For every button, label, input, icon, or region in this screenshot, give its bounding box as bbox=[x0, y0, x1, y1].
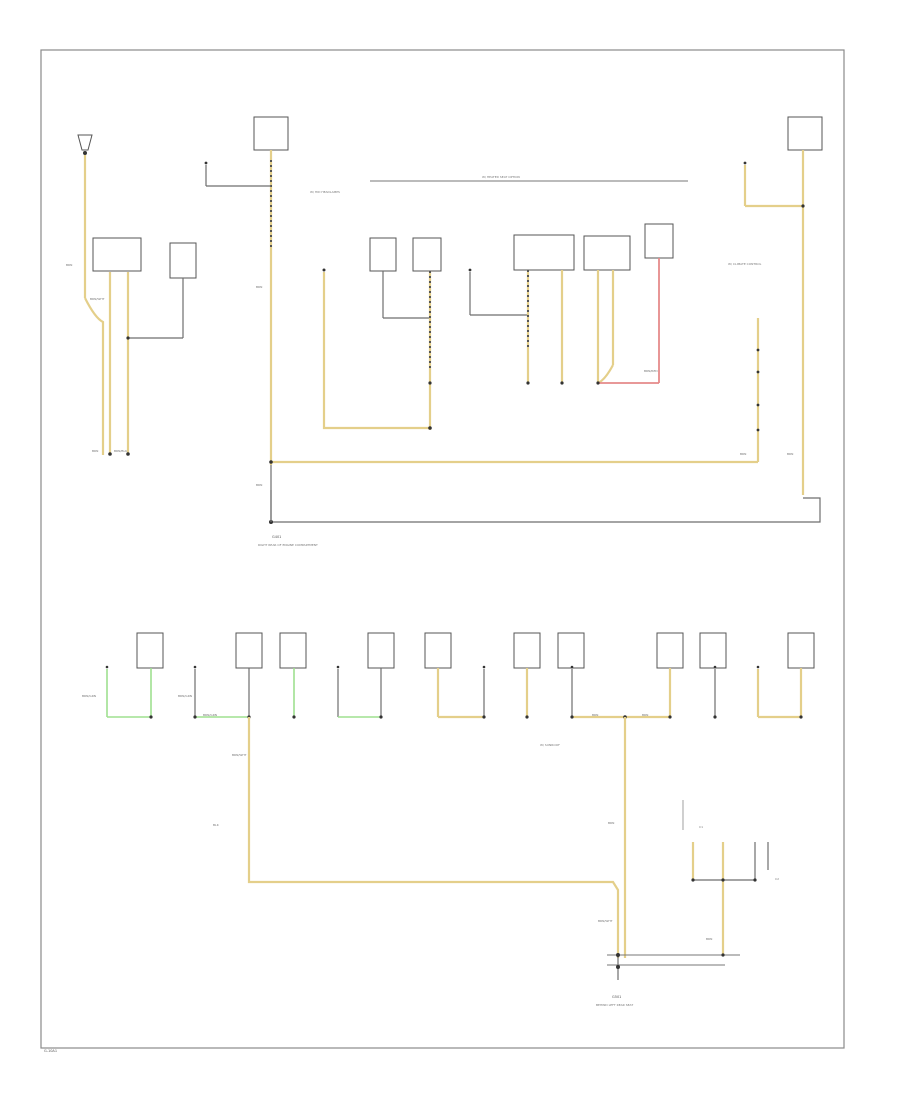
right-note: W/ CLIMATE CONTROL bbox=[728, 262, 762, 266]
junction-note: W/ SUNROOF bbox=[540, 743, 560, 747]
ground-top-id: G401 bbox=[272, 535, 281, 539]
bottom-module-5 bbox=[424, 632, 452, 669]
top-left-component bbox=[77, 134, 93, 298]
ground-bottom-desc: BEHIND LEFT REAR SEAT bbox=[596, 1003, 633, 1007]
mid-note: W/ HID HEADLAMPS bbox=[310, 190, 340, 194]
wire-label-b10: BRN bbox=[706, 937, 712, 941]
module-m5 bbox=[644, 223, 674, 259]
wire-label-9: BRN/RED bbox=[644, 369, 658, 373]
wire-label-8: BRN bbox=[787, 452, 793, 456]
comp-small-label: C1 bbox=[699, 825, 703, 829]
wire-label-b7: BRN bbox=[642, 713, 648, 717]
comp-conn-label: C2 bbox=[775, 877, 779, 881]
bottom-module-1 bbox=[136, 632, 164, 669]
center-top-module bbox=[253, 116, 289, 151]
bottom-module-3 bbox=[279, 632, 307, 669]
left-module-a bbox=[92, 237, 142, 272]
bottom-module-8 bbox=[656, 632, 684, 669]
wire-label-5: BRN bbox=[256, 285, 262, 289]
bottom-module-7 bbox=[557, 632, 585, 669]
bottom-module-6 bbox=[513, 632, 541, 669]
wire-label-b6: BRN bbox=[592, 713, 598, 717]
bottom-module-9 bbox=[699, 632, 727, 669]
wire-label-b4: BRN/WHT bbox=[232, 753, 247, 757]
wire-label-b8: BRN bbox=[608, 821, 614, 825]
wire-label-b1: BRN/GRN bbox=[82, 694, 96, 698]
wire-label-1: BRN bbox=[66, 263, 72, 267]
bottom-module-10 bbox=[787, 632, 815, 669]
module-m2 bbox=[412, 237, 442, 272]
wire-label-4: BRN/BLK bbox=[114, 449, 128, 453]
bottom-module-2 bbox=[235, 632, 263, 669]
wire-label-7: BRN bbox=[740, 452, 746, 456]
wire-label-2: BRN/WHT bbox=[90, 297, 105, 301]
left-module-b bbox=[169, 242, 197, 279]
page-label: G-10A1 bbox=[44, 1049, 57, 1053]
ground-bottom-id: G501 bbox=[612, 995, 621, 999]
bottom-module-4 bbox=[367, 632, 395, 669]
module-m4 bbox=[583, 235, 631, 271]
wire-label-3: BRN bbox=[92, 449, 98, 453]
page-border bbox=[40, 49, 845, 1049]
ground-top-desc: RIGHT REAR OF ENGINE COMPARTMENT bbox=[258, 543, 318, 547]
module-m1 bbox=[369, 237, 397, 272]
wire-label-b2: BRN/GRN bbox=[178, 694, 192, 698]
right-top-module bbox=[787, 116, 823, 151]
wire-label-b3: BRN/GRN bbox=[203, 713, 217, 717]
wire-label-b5: BLK bbox=[213, 823, 220, 827]
wire-label-b9: BRN/WHT bbox=[598, 919, 613, 923]
wire-label-6: BRN bbox=[256, 483, 262, 487]
header-note: W/ HEATED SEAT OPTION bbox=[482, 175, 520, 179]
module-m3 bbox=[513, 234, 575, 271]
